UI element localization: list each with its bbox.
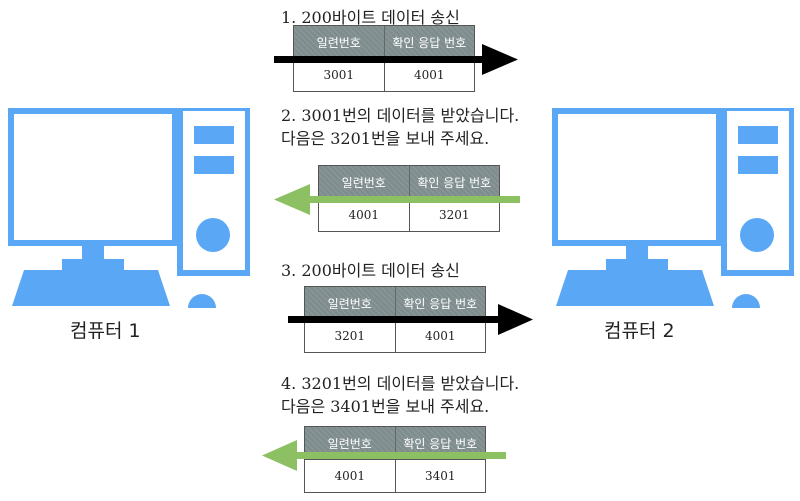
step-1-packet: 일련번호 확인 응답 번호 3001 4001	[293, 25, 475, 92]
step-1-line-1: 1. 200바이트 데이터 송신	[281, 8, 460, 27]
seq-number-header: 일련번호	[305, 427, 396, 459]
computer-2-label: 컴퓨터 2	[604, 320, 675, 342]
seq-number-value: 3001	[294, 59, 385, 91]
step-2-packet: 일련번호 확인 응답 번호 4001 3201	[318, 165, 500, 232]
ack-number-value: 4001	[413, 68, 445, 82]
step-4-line-1: 4. 3201번의 데이터를 받았습니다.	[281, 374, 520, 393]
seq-number-value: 4001	[305, 460, 396, 492]
ack-number-value: 4001	[424, 329, 456, 343]
step-3-line-1: 3. 200바이트 데이터 송신	[281, 261, 460, 280]
ack-number-value: 3201	[438, 208, 470, 222]
step-4-packet: 일련번호 확인 응답 번호 4001 3401	[304, 426, 486, 493]
computer-2-icon	[552, 108, 794, 308]
ack-number-header: 확인 응답 번호	[417, 175, 492, 190]
seq-number-header: 일련번호	[319, 166, 410, 198]
computer-1-icon	[8, 108, 250, 308]
step-4-caption: 4. 3201번의 데이터를 받았습니다. 다음은 3401번을 보내 주세요.	[281, 372, 519, 418]
seq-number-header: 일련번호	[294, 26, 385, 58]
ack-number-header: 확인 응답 번호	[403, 436, 478, 451]
step-2-line-1: 2. 3001번의 데이터를 받았습니다.	[281, 106, 520, 125]
step-2-caption: 2. 3001번의 데이터를 받았습니다. 다음은 3201번을 보내 주세요.	[281, 104, 519, 150]
seq-number-value: 4001	[319, 199, 410, 231]
ack-number-value: 3401	[424, 469, 456, 483]
seq-number-header: 일련번호	[305, 287, 396, 319]
ack-number-header: 확인 응답 번호	[403, 296, 478, 311]
step-2-line-2: 다음은 3201번을 보내 주세요.	[281, 129, 490, 148]
step-1-caption: 1. 200바이트 데이터 송신	[281, 6, 460, 29]
computer-1-label: 컴퓨터 1	[70, 320, 141, 342]
step-3-packet: 일련번호 확인 응답 번호 3201 4001	[304, 286, 486, 353]
ack-number-header: 확인 응답 번호	[392, 35, 467, 50]
seq-number-value: 3201	[305, 320, 396, 352]
step-4-line-2: 다음은 3401번을 보내 주세요.	[281, 397, 490, 416]
step-3-caption: 3. 200바이트 데이터 송신	[281, 259, 460, 282]
